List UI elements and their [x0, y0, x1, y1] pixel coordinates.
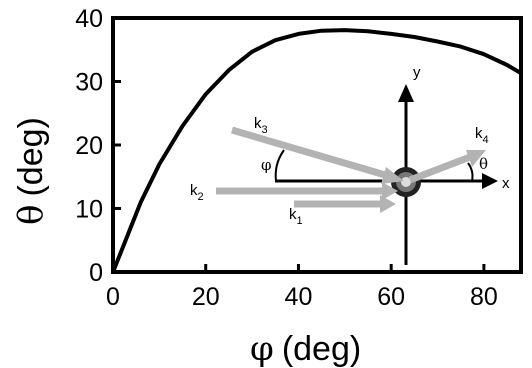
- y-axis-symbol: θ: [11, 205, 51, 225]
- x-tick-label: 80: [470, 283, 498, 311]
- y-tick-label: 30: [75, 69, 103, 97]
- x-tick-label: 0: [106, 283, 120, 311]
- series: [111, 28, 523, 273]
- vector-k3: [231, 126, 404, 184]
- label-k2-main: k: [190, 182, 198, 199]
- series-line-0: [111, 28, 523, 273]
- ticks: [111, 16, 486, 274]
- inset-x-label: x: [502, 175, 510, 192]
- x-axis-unit: (deg): [282, 330, 361, 368]
- label-k4: k4: [475, 125, 489, 146]
- y-tick-label: 10: [75, 196, 103, 224]
- x-axis-symbol: φ: [250, 329, 274, 368]
- inset-y-label: y: [413, 64, 421, 81]
- label-k3-sub: 3: [262, 124, 268, 136]
- inset-atom-inner: [401, 177, 411, 187]
- y-tick-label: 20: [75, 132, 103, 160]
- inset-phi-label: φ: [261, 156, 272, 174]
- y-tick-label: 40: [75, 5, 103, 33]
- label-k1-sub: 1: [297, 215, 303, 227]
- x-axis-title: φ(deg): [250, 329, 361, 368]
- plot-frame: [111, 16, 523, 274]
- label-k3-main: k: [254, 115, 262, 132]
- label-k4-main: k: [475, 125, 483, 142]
- inset-phi-arc: [274, 149, 285, 182]
- label-k1: k1: [289, 206, 303, 227]
- label-k2-sub: 2: [198, 191, 204, 203]
- tick-labels: 0 20 40 60 80 0 10 20 30 40: [75, 5, 498, 311]
- x-tick-label: 60: [377, 283, 405, 311]
- inset-theta-arc: [467, 162, 474, 182]
- label-k3: k3: [254, 115, 268, 136]
- vector-k4: [408, 150, 486, 184]
- inset-diagram: y x φ θ k3 k2 k1 k4: [190, 64, 510, 265]
- inset-theta-label: θ: [479, 155, 488, 173]
- label-k4-sub: 4: [483, 134, 489, 146]
- vector-k1: [294, 195, 396, 213]
- y-axis-title: θ (deg): [11, 117, 51, 225]
- label-k2: k2: [190, 182, 204, 203]
- label-k1-main: k: [289, 206, 297, 223]
- y-tick-label: 0: [89, 259, 103, 287]
- y-axis-unit: (deg): [12, 117, 50, 196]
- x-tick-label: 20: [192, 283, 220, 311]
- inset-y-arrowhead: [398, 84, 414, 102]
- x-tick-label: 40: [285, 283, 313, 311]
- vector-k2: [216, 182, 398, 200]
- inset-x-arrowhead: [482, 173, 498, 189]
